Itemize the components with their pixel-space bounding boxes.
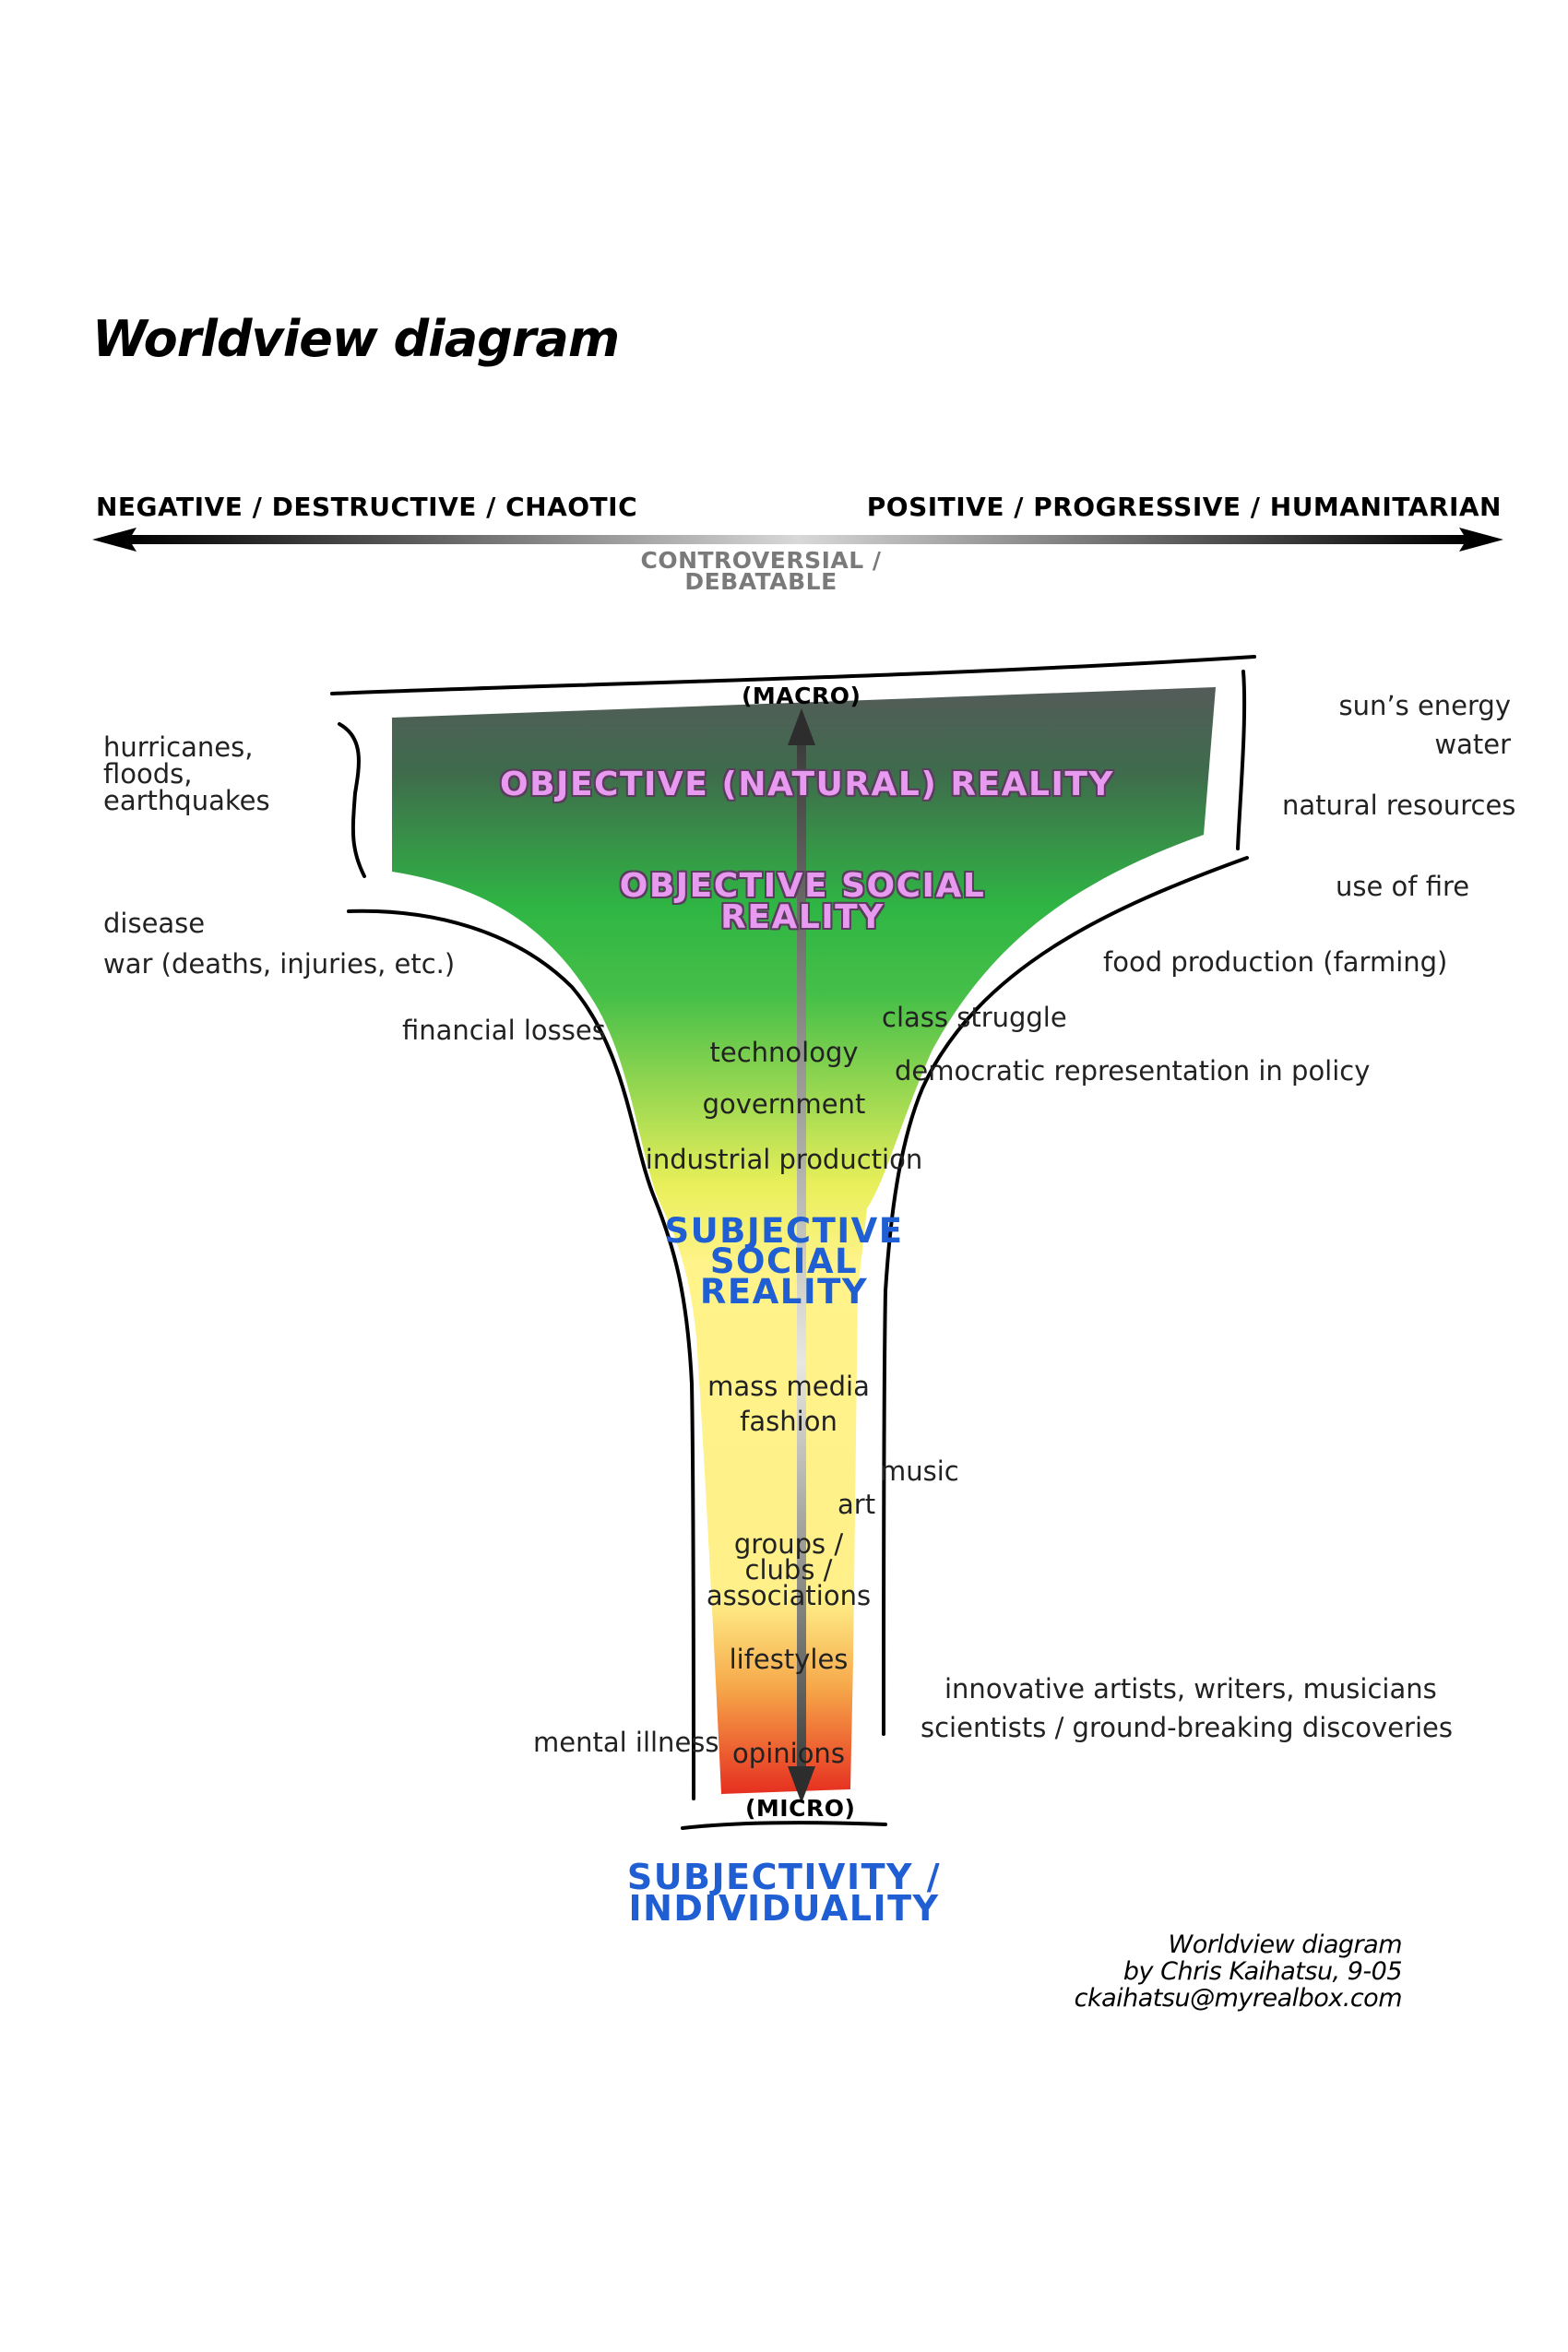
item-groups-line2: clubs /: [744, 1554, 833, 1586]
region-subjective-social-line3: REALITY: [699, 1272, 869, 1312]
item-innovative-artists: innovative artists, writers, musicians: [944, 1673, 1437, 1705]
page-title: Worldview diagram: [92, 310, 620, 368]
item-music: music: [880, 1455, 959, 1487]
subjectivity-line1: SUBJECTIVITY /: [626, 1857, 942, 1897]
item-financial-losses: financial losses: [402, 1015, 606, 1046]
item-fashion: fashion: [740, 1406, 837, 1437]
subjectivity-line2: INDIVIDUALITY: [628, 1888, 940, 1929]
item-disease: disease: [103, 908, 206, 939]
item-groups-line1: groups /: [733, 1528, 844, 1560]
credit-email: ckaihatsu@myrealbox.com: [1074, 1984, 1403, 2013]
item-suns-energy: sun’s energy: [1338, 690, 1511, 721]
author-credit: Worldview diagram by Chris Kaihatsu, 9-0…: [1074, 1930, 1403, 2013]
item-class-struggle: class struggle: [882, 1002, 1067, 1033]
axis-controversial-label: CONTROVERSIAL / DEBATABLE: [600, 547, 922, 595]
micro-macro-arrow: [788, 708, 815, 1803]
region-objective-social-line2: REALITY: [720, 898, 885, 936]
funnel-outline: [330, 655, 1256, 1830]
item-war: war (deaths, injuries, etc.): [103, 948, 456, 980]
item-art: art: [837, 1489, 876, 1520]
item-groups-clubs-associations: groups / clubs / associations: [673, 1528, 904, 1611]
axis-center-line1: CONTROVERSIAL /: [640, 547, 882, 574]
axis-positive-label: POSITIVE / PROGRESSIVE / HUMANITARIAN: [866, 492, 1502, 522]
item-hurricanes-line2: floods,: [103, 758, 193, 790]
item-mass-media: mass media: [707, 1371, 870, 1402]
item-groups-line3: associations: [706, 1580, 872, 1611]
item-government: government: [702, 1088, 866, 1120]
item-use-of-fire: use of fire: [1336, 871, 1470, 902]
item-natural-resources: natural resources: [1282, 790, 1516, 821]
region-objective-social-reality: OBJECTIVE SOCIAL REALITY: [553, 867, 1051, 936]
region-subjective-social-line2: SOCIAL: [709, 1241, 859, 1281]
item-democratic-representation: democratic representation in policy: [895, 1055, 1371, 1087]
item-hurricanes-line1: hurricanes,: [103, 731, 254, 763]
axis-negative-label: NEGATIVE / DESTRUCTIVE / CHAOTIC: [96, 492, 638, 522]
axis-center-line2: DEBATABLE: [684, 568, 837, 595]
micro-tag: (MICRO): [745, 1795, 856, 1822]
region-objective-social-line1: OBJECTIVE SOCIAL: [619, 867, 986, 905]
spectrum-axis-arrow: [92, 528, 1503, 552]
item-natural-disasters: hurricanes, floods, earthquakes: [103, 734, 270, 814]
item-industrial-production: industrial production: [645, 1144, 923, 1175]
region-subjective-social-reality: SUBJECTIVE SOCIAL REALITY: [646, 1211, 922, 1312]
subjectivity-individuality-label: SUBJECTIVITY / INDIVIDUALITY: [600, 1857, 968, 1929]
item-mental-illness: mental illness: [533, 1727, 719, 1758]
item-opinions: opinions: [732, 1738, 845, 1769]
item-food-production: food production (farming): [1103, 946, 1448, 978]
item-technology: technology: [709, 1037, 859, 1068]
region-subjective-social-line1: SUBJECTIVE: [664, 1211, 904, 1251]
item-hurricanes-line3: earthquakes: [103, 785, 270, 816]
item-scientists: scientists / ground-breaking discoveries: [921, 1712, 1453, 1743]
credit-line1: Worldview diagram: [1168, 1930, 1403, 1959]
item-lifestyles: lifestyles: [729, 1644, 849, 1675]
item-water: water: [1434, 729, 1511, 760]
macro-tag: (MACRO): [742, 683, 861, 709]
region-objective-natural-reality: OBJECTIVE (NATURAL) REALITY: [500, 766, 1114, 803]
credit-line2: by Chris Kaihatsu, 9-05: [1123, 1957, 1403, 1986]
